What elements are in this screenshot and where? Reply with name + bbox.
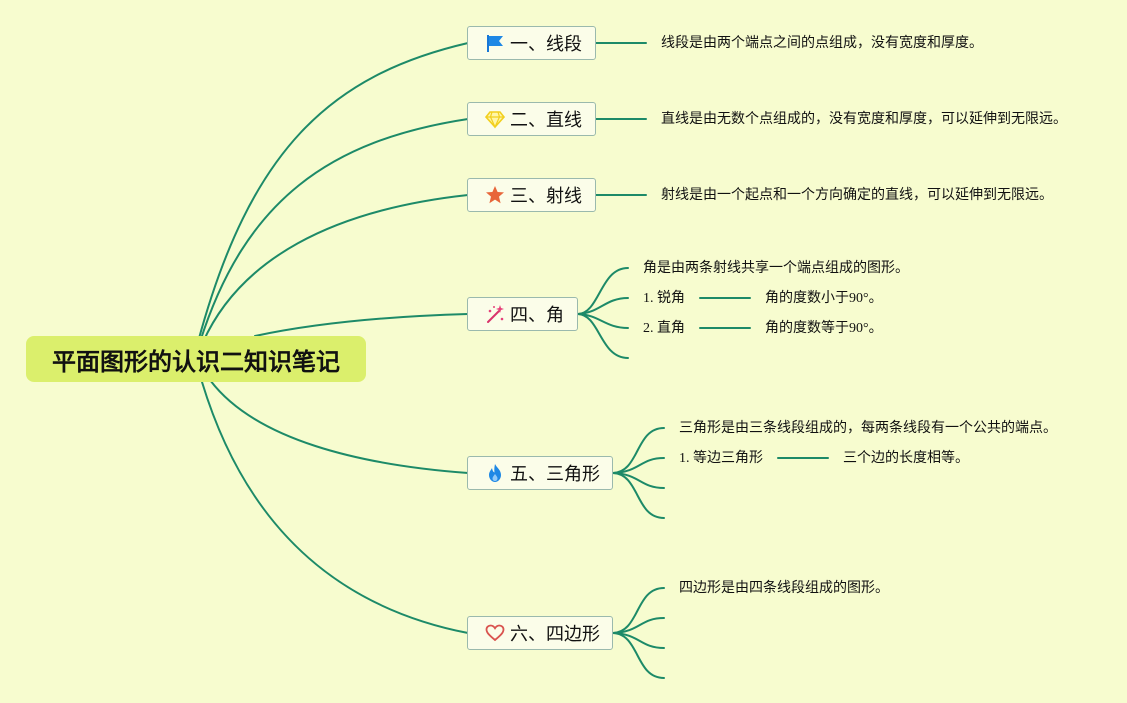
branch-triangle[interactable]: 五、三角形 bbox=[467, 456, 613, 490]
heart-icon bbox=[484, 622, 506, 644]
leaf-text: 1. 等边三角形 bbox=[679, 451, 763, 466]
root-link-3 bbox=[202, 194, 469, 343]
leaf-link-5d bbox=[612, 472, 665, 519]
leaf-link-4a bbox=[577, 267, 629, 315]
branch-line-segment[interactable]: 一、线段 bbox=[467, 26, 596, 60]
leaf-link-6d bbox=[612, 632, 665, 679]
root-link-5 bbox=[209, 379, 469, 474]
flag-icon bbox=[484, 32, 506, 54]
leaf-text: 射线是由一个起点和一个方向确定的直线，可以延伸到无限远。 bbox=[661, 188, 1053, 203]
leaf-text: 1. 锐角 bbox=[643, 291, 685, 306]
leaf-detail: 角的度数等于90°。 bbox=[765, 321, 883, 336]
branch-label: 五、三角形 bbox=[510, 464, 600, 485]
diamond-icon bbox=[484, 108, 506, 130]
branch-angle[interactable]: 四、角 bbox=[467, 297, 578, 331]
root-link-6 bbox=[201, 381, 469, 634]
leaf-link-5a bbox=[612, 427, 665, 474]
sparkle-wand-icon bbox=[484, 303, 506, 325]
leaf-text: 2. 直角 bbox=[643, 321, 685, 336]
leaf-detail: 角的度数小于90°。 bbox=[765, 291, 883, 306]
leaf-text: 直线是由无数个点组成的，没有宽度和厚度，可以延伸到无限远。 bbox=[661, 112, 1067, 127]
branch-label: 四、角 bbox=[510, 305, 564, 326]
branch-label: 二、直线 bbox=[510, 110, 582, 131]
root-topic[interactable]: 平面图形的认识二知识笔记 bbox=[26, 336, 366, 382]
leaf-link-6a bbox=[612, 587, 665, 634]
star-icon bbox=[484, 184, 506, 206]
leaf-text: 角是由两条射线共享一个端点组成的图形。 bbox=[643, 261, 909, 276]
leaf-link-6b bbox=[612, 617, 665, 634]
leaf-link-5b bbox=[612, 457, 665, 474]
flame-icon bbox=[484, 462, 506, 484]
branch-label: 一、线段 bbox=[510, 34, 582, 55]
root-link-2 bbox=[199, 118, 469, 343]
leaf-detail: 三个边的长度相等。 bbox=[843, 451, 969, 466]
branch-label: 三、射线 bbox=[510, 186, 582, 207]
leaf-link-4d bbox=[577, 313, 629, 359]
branch-label: 六、四边形 bbox=[510, 624, 600, 645]
leaf-text: 线段是由两个端点之间的点组成，没有宽度和厚度。 bbox=[661, 36, 983, 51]
leaf-text: 四边形是由四条线段组成的图形。 bbox=[679, 581, 889, 596]
leaf-text: 三角形是由三条线段组成的，每两条线段有一个公共的端点。 bbox=[679, 421, 1057, 436]
leaf-link-4b bbox=[577, 297, 629, 315]
branch-ray[interactable]: 三、射线 bbox=[467, 178, 596, 212]
root-link-4 bbox=[254, 313, 469, 337]
root-link-1 bbox=[197, 42, 469, 343]
branch-line[interactable]: 二、直线 bbox=[467, 102, 596, 136]
branch-quadrilateral[interactable]: 六、四边形 bbox=[467, 616, 613, 650]
